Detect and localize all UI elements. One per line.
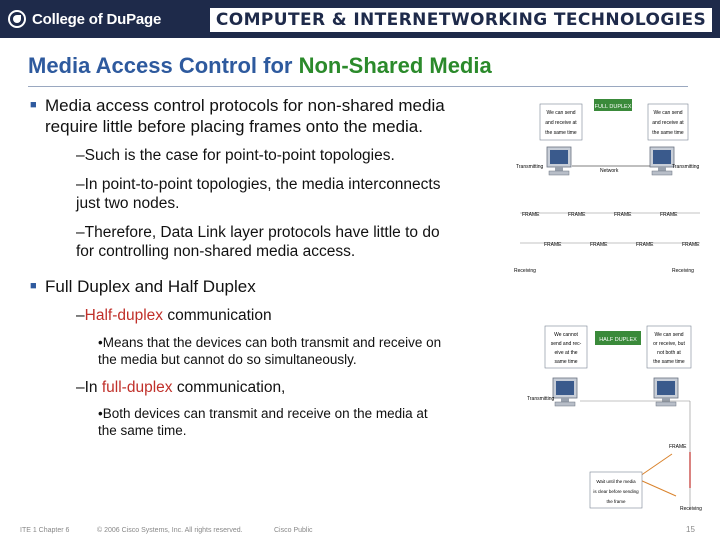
frame-label: FRAME bbox=[590, 242, 608, 248]
network-label: Network bbox=[600, 168, 619, 174]
half-prefix: – bbox=[76, 307, 85, 324]
title-rule bbox=[28, 86, 688, 87]
bullet1-sub3-line2: for controlling non-shared media access. bbox=[76, 243, 356, 260]
half-duplex-line: –Half-duplex communication bbox=[76, 306, 272, 325]
half-detail-line1: •Means that the devices can both transmi… bbox=[98, 335, 442, 350]
computer-icon bbox=[546, 146, 572, 176]
frame-label: FRAME bbox=[614, 212, 632, 218]
bullet1-sub3-line1: –Therefore, Data Link layer protocols ha… bbox=[76, 224, 440, 241]
page-number: 15 bbox=[686, 525, 695, 534]
full-suffix: communication, bbox=[172, 379, 286, 396]
callout-line-2: is clear before sending bbox=[593, 489, 639, 494]
bullet1-line1: Media access control protocols for non-s… bbox=[45, 96, 445, 115]
bullet1-sub2-line2: just two nodes. bbox=[76, 195, 180, 212]
half-duplex-badge-text: HALF DUPLEX bbox=[599, 337, 637, 343]
frame-label: FRAME bbox=[636, 242, 654, 248]
left-speech-bubble bbox=[544, 325, 588, 369]
full-detail-line2: the same time. bbox=[98, 423, 187, 438]
computer-icon bbox=[552, 377, 578, 407]
callout-pointer bbox=[639, 479, 677, 497]
full-prefix: –In bbox=[76, 379, 102, 396]
bullet1-line2: require little before placing frames ont… bbox=[45, 117, 423, 136]
logo-text: College of DuPage bbox=[32, 10, 162, 28]
frame-label: FRAME bbox=[522, 212, 540, 218]
college-logo-icon bbox=[8, 10, 26, 28]
half-frame-label: FRAME bbox=[669, 444, 687, 450]
full-duplex-line: –In full-duplex communication, bbox=[76, 378, 285, 397]
half-left-note-3: eive at the bbox=[554, 350, 577, 356]
half-left-note-1: We cannot bbox=[554, 332, 578, 338]
half-detail-line2: the media but cannot do so simultaneousl… bbox=[98, 352, 357, 367]
half-suffix: communication bbox=[163, 307, 272, 324]
computer-icon bbox=[649, 146, 675, 176]
half-right-note-4: the same time bbox=[653, 359, 685, 365]
frame-label: FRAME bbox=[682, 242, 700, 248]
bullet2-line1: Full Duplex and Half Duplex bbox=[45, 277, 256, 296]
slide-title: Media Access Control for Non-Shared Medi… bbox=[28, 53, 492, 79]
bullet-square-icon: ■ bbox=[30, 99, 37, 111]
half-duplex-term: Half-duplex bbox=[84, 307, 164, 324]
footer-course: ITE 1 Chapter 6 bbox=[20, 527, 70, 534]
header-bar: College of DuPage COMPUTER & INTERNETWOR… bbox=[0, 0, 720, 38]
half-right-note-1: We can send bbox=[654, 332, 683, 338]
frame-label: FRAME bbox=[660, 212, 678, 218]
title-part2: Non-Shared Media bbox=[298, 53, 492, 78]
title-part1: Media Access Control for bbox=[28, 53, 299, 78]
right-transmitting-label: Transmitting bbox=[672, 164, 700, 170]
callout-box bbox=[589, 471, 643, 509]
half-duplex-diagram: We cannot send and rec- eive at the same… bbox=[527, 325, 702, 512]
bullet1-sub1: –Such is the case for point-to-point top… bbox=[76, 147, 395, 164]
bullet1-sub2-line1: –In point-to-point topologies, the media… bbox=[76, 176, 441, 193]
right-speech-bubble bbox=[647, 103, 689, 141]
banner-text: COMPUTER & INTERNETWORKING TECHNOLOGIES bbox=[215, 10, 707, 30]
callout-line-1: Wait until the media bbox=[596, 479, 636, 484]
half-right-note-2: or receive, but bbox=[653, 341, 685, 347]
frame-label: FRAME bbox=[544, 242, 562, 248]
full-duplex-diagram: FULL DUPLEX We can send and receive at t… bbox=[514, 99, 700, 274]
left-transmitting-label: Transmitting bbox=[516, 164, 544, 170]
full-duplex-term: full-duplex bbox=[101, 379, 173, 396]
computer-icon bbox=[653, 377, 679, 407]
right-note-2: and receive at bbox=[652, 120, 684, 126]
left-note-2: and receive at bbox=[545, 120, 577, 126]
department-banner: COMPUTER & INTERNETWORKING TECHNOLOGIES bbox=[210, 8, 712, 32]
full-detail-line1: •Both devices can transmit and receive o… bbox=[98, 406, 428, 421]
half-left-note-2: send and rec- bbox=[551, 341, 582, 347]
footer-copyright: © 2006 Cisco Systems, Inc. All rights re… bbox=[97, 527, 243, 534]
frame-label: FRAME bbox=[568, 212, 586, 218]
right-note-3: the same time bbox=[652, 130, 684, 136]
left-note-3: the same time bbox=[545, 130, 577, 136]
half-transmitting-label: Transmitting bbox=[527, 396, 555, 402]
bottom-right-receiving-label: Receiving bbox=[672, 268, 694, 274]
full-duplex-badge bbox=[594, 99, 632, 111]
left-speech-bubble bbox=[539, 103, 583, 141]
full-duplex-badge-text: FULL DUPLEX bbox=[595, 104, 632, 110]
right-speech-bubble bbox=[646, 325, 692, 369]
half-duplex-badge bbox=[595, 331, 641, 345]
left-note-1: We can send bbox=[546, 110, 575, 116]
bullet-square-icon: ■ bbox=[30, 280, 37, 292]
bottom-left-receiving-label: Receiving bbox=[514, 268, 536, 274]
callout-line-3: the frame bbox=[606, 499, 626, 504]
footer-classification: Cisco Public bbox=[274, 527, 313, 534]
half-left-note-4: same time bbox=[554, 359, 577, 365]
half-right-note-3: not both at bbox=[657, 350, 681, 356]
half-receiving-label: Receiving bbox=[680, 506, 702, 512]
college-logo: College of DuPage bbox=[8, 6, 161, 32]
right-note-1: We can send bbox=[653, 110, 682, 116]
callout-pointer bbox=[639, 453, 673, 477]
